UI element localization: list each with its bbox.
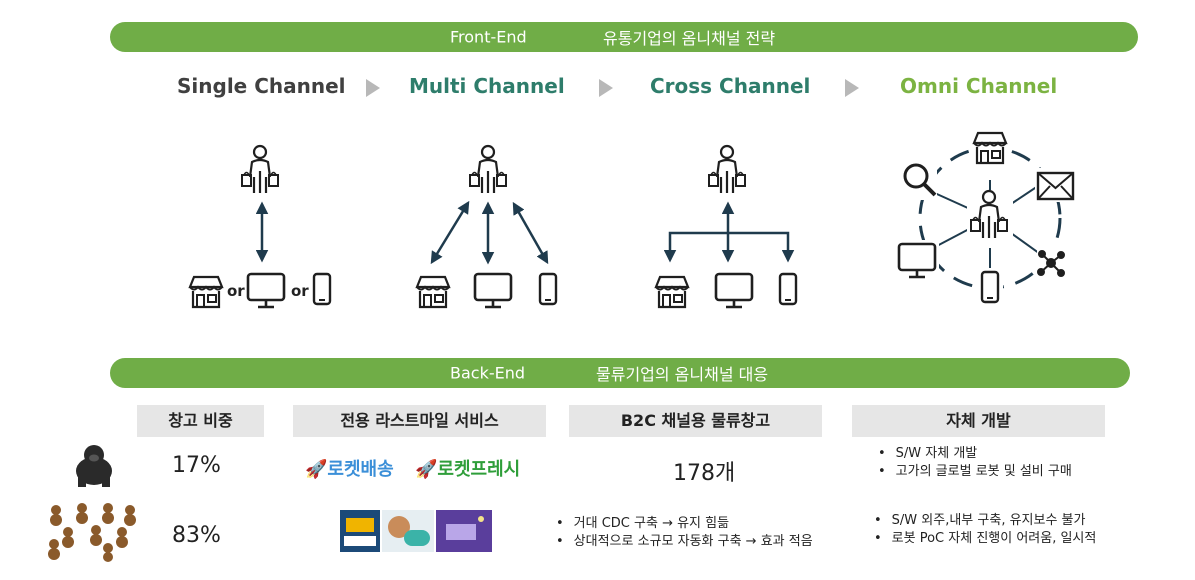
thumbnail-1 xyxy=(340,510,380,552)
rocket-delivery-logo: 🚀로켓배송 xyxy=(305,455,394,481)
phone-icon xyxy=(312,272,332,306)
search-icon xyxy=(903,163,937,197)
monitor-icon xyxy=(714,272,754,309)
dev-item: S/W 외주,내부 구축, 유지보수 불가 xyxy=(874,512,1096,530)
shopper-icon xyxy=(240,144,280,195)
rocket-delivery-label: 로켓배송 xyxy=(327,459,394,480)
cross-channel-diagram xyxy=(654,144,798,309)
store-icon xyxy=(188,275,224,309)
single-channel-diagram xyxy=(188,144,332,309)
or-label-1: or xyxy=(227,282,245,300)
stage-multi-channel: Multi Channel xyxy=(409,74,565,98)
network-icon xyxy=(1037,250,1065,277)
warehouse-count: 178개 xyxy=(673,461,736,486)
back-end-label: Back-End xyxy=(450,363,526,383)
share-row2: 83% xyxy=(172,523,221,548)
back-end-bar: Back-End 물류기업의 옴니채널 대응 xyxy=(110,358,1130,388)
store-icon xyxy=(415,275,451,309)
front-end-label: Front-End xyxy=(450,27,527,47)
mail-icon xyxy=(1036,171,1075,201)
dev-item: S/W 자체 개발 xyxy=(878,445,1072,463)
stage-cross-channel: Cross Channel xyxy=(650,74,811,98)
back-end-title: 물류기업의 옴니채널 대응 xyxy=(596,365,769,384)
store-icon xyxy=(654,275,690,309)
rocket-fresh-icon: 🚀 xyxy=(415,459,438,480)
warehouse-item: 상대적으로 소규모 자동화 구축 → 효과 적음 xyxy=(556,533,813,551)
monitor-icon xyxy=(246,272,286,309)
thumbnail-3 xyxy=(436,510,492,552)
gorilla-icon xyxy=(76,445,112,487)
share-row1: 17% xyxy=(172,453,221,478)
front-end-title: 유통기업의 옴니채널 전략 xyxy=(603,29,776,48)
shopper-icon xyxy=(468,144,508,195)
shopper-icon xyxy=(707,144,747,195)
warehouse-item: 거대 CDC 구축 → 유지 힘듦 xyxy=(556,515,813,533)
rocket-fresh-label: 로켓프레시 xyxy=(437,459,521,480)
phone-icon xyxy=(778,272,798,306)
warehouse-list-row2: 거대 CDC 구축 → 유지 힘듦 상대적으로 소규모 자동화 구축 → 효과 … xyxy=(556,515,813,551)
stage-arrow-3 xyxy=(845,79,859,97)
or-label-2: or xyxy=(291,282,309,300)
dev-item: 고가의 글로벌 로봇 및 설비 구매 xyxy=(878,463,1072,481)
front-end-bar: Front-End 유통기업의 옴니채널 전략 xyxy=(110,22,1138,52)
monitor-icon xyxy=(473,272,513,309)
dev-item: 로봇 PoC 자체 진행이 어려움, 일시적 xyxy=(874,530,1097,548)
last-mile-thumbnails xyxy=(340,510,492,552)
phone-icon xyxy=(538,272,558,306)
multi-channel-diagram xyxy=(415,144,558,309)
stage-arrow-1 xyxy=(366,79,380,97)
header-last-mile: 전용 라스트마일 서비스 xyxy=(293,405,546,437)
rocket-fresh-logo: 🚀로켓프레시 xyxy=(415,455,520,481)
rocket-icon: 🚀 xyxy=(305,459,328,480)
omni-channel-diagram xyxy=(895,130,1077,308)
stage-single-channel: Single Channel xyxy=(177,74,346,98)
thumbnail-2 xyxy=(382,510,434,552)
header-in-house-dev: 자체 개발 xyxy=(852,405,1105,437)
dev-list-row1: S/W 자체 개발 고가의 글로벌 로봇 및 설비 구매 xyxy=(878,445,1072,481)
dev-list-row2: S/W 외주,내부 구축, 유지보수 불가 로봇 PoC 자체 진행이 어려움,… xyxy=(874,512,1097,548)
stage-omni-channel: Omni Channel xyxy=(900,74,1058,98)
monkey-icon xyxy=(48,503,136,562)
header-b2c-warehouse: B2C 채널용 물류창고 xyxy=(569,405,822,437)
header-warehouse-share: 창고 비중 xyxy=(137,405,264,437)
stage-arrow-2 xyxy=(599,79,613,97)
